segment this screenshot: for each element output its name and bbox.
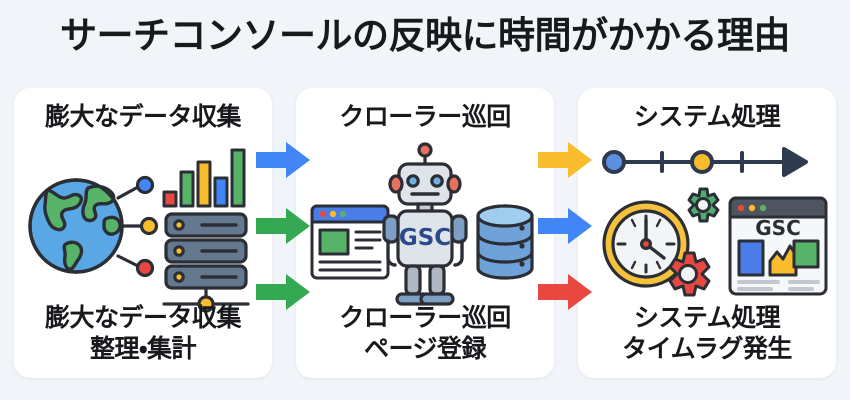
arrow-stage1-to-stage2-bottom: [256, 272, 310, 312]
stage-card-heading: クローラー巡回: [339, 102, 511, 131]
arrow-stage1-to-stage2-middle: [256, 206, 310, 246]
caption-line-2: ページ登録: [363, 334, 487, 363]
stage-card-data-collection: 膨大なデータ収集: [14, 88, 272, 378]
clock-icon: [602, 200, 690, 288]
node-dot-red: [135, 258, 155, 278]
system-processing-illustration: GSC: [578, 140, 836, 325]
caption-line-2: タイムラグ発生: [622, 334, 792, 363]
browser-window-icon: [310, 204, 390, 280]
stage-card-row: 膨大なデータ収集: [0, 88, 850, 380]
bar-chart-icon: [162, 148, 246, 208]
caption-line-1: クローラー巡回: [339, 303, 511, 332]
arrow-column-stage2-stage3: [536, 88, 594, 378]
globe-icon: [28, 178, 124, 274]
crawler-illustration: GSC: [296, 140, 554, 325]
stage-card-heading: 膨大なデータ収集: [44, 102, 242, 131]
caption-line-1: システム処理: [633, 303, 781, 332]
data-node-icon: [116, 185, 144, 268]
arrow-stage2-to-stage3-top: [538, 140, 592, 180]
stage-card-caption: システム処理 タイムラグ発生: [578, 302, 836, 364]
caption-line-1: 膨大なデータ収集: [44, 303, 242, 332]
robot-icon: [382, 142, 468, 306]
dashboard-icon: [728, 196, 828, 296]
arrow-stage1-to-stage2-top: [256, 140, 310, 180]
timeline-icon: [602, 147, 808, 177]
gear-icon: [668, 187, 720, 297]
stage-card-crawler: クローラー巡回: [296, 88, 554, 378]
data-collection-illustration: [14, 140, 272, 325]
node-dot-yellow: [139, 216, 159, 236]
stage-card-system-processing: システム処理: [578, 88, 836, 378]
dashboard-label: GSC: [755, 216, 801, 240]
node-dot-blue: [135, 175, 155, 195]
caption-line-2: 整理・集計: [89, 334, 197, 363]
stage-card-caption: 膨大なデータ収集 整理・集計: [14, 302, 272, 364]
page-title: サーチコンソールの反映に時間がかかる理由: [60, 14, 791, 57]
stage-card-heading: システム処理: [633, 102, 781, 131]
database-icon: [476, 204, 534, 280]
server-stack-icon: [162, 212, 250, 313]
arrow-column-stage1-stage2: [254, 88, 312, 378]
arrow-stage2-to-stage3-middle: [538, 206, 592, 246]
arrow-stage2-to-stage3-bottom: [538, 272, 592, 312]
stage-card-caption: クローラー巡回 ページ登録: [296, 302, 554, 364]
robot-chest-label: GSC: [399, 225, 451, 251]
